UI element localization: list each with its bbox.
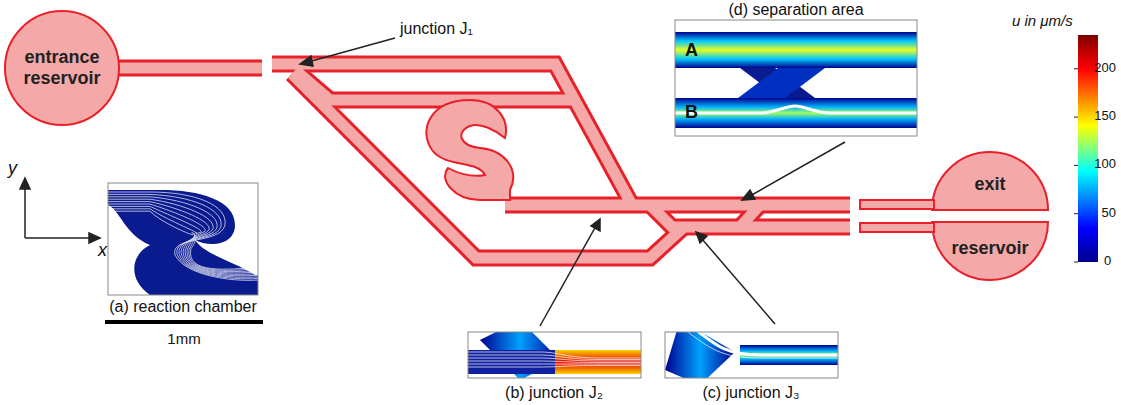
channel-letter: B [685, 102, 698, 123]
reservoir-circle: entrance reservoir [5, 11, 119, 125]
reservoir-label: entrance reservoir [16, 47, 108, 88]
reservoir-label: reservoir [951, 238, 1028, 259]
channel-letter: A [685, 40, 698, 61]
inset-caption: (a) reaction chamber [109, 298, 257, 316]
colorbar-title: u in μm/s [1012, 12, 1073, 29]
reservoir-circle: exit [932, 160, 1048, 208]
reservoir-circle: reservoir [932, 224, 1048, 272]
colorbar-tick: 200 [1094, 60, 1116, 75]
colorbar-tick: 50 [1102, 205, 1116, 220]
colorbar-tick: 100 [1094, 156, 1116, 171]
axis-label: x [98, 240, 107, 261]
reservoir-label: exit [974, 174, 1005, 195]
colorbar-tick: 150 [1094, 108, 1116, 123]
colorbar-tick: 0 [1104, 253, 1111, 268]
inset-caption: (c) junction J₃ [702, 384, 799, 402]
inset-title: (d) separation area [728, 1, 863, 19]
axis-label: y [8, 158, 17, 179]
scale-label: 1mm [167, 330, 200, 347]
junction-label: junction J₁ [400, 20, 473, 38]
inset-caption: (b) junction J₂ [505, 384, 603, 402]
